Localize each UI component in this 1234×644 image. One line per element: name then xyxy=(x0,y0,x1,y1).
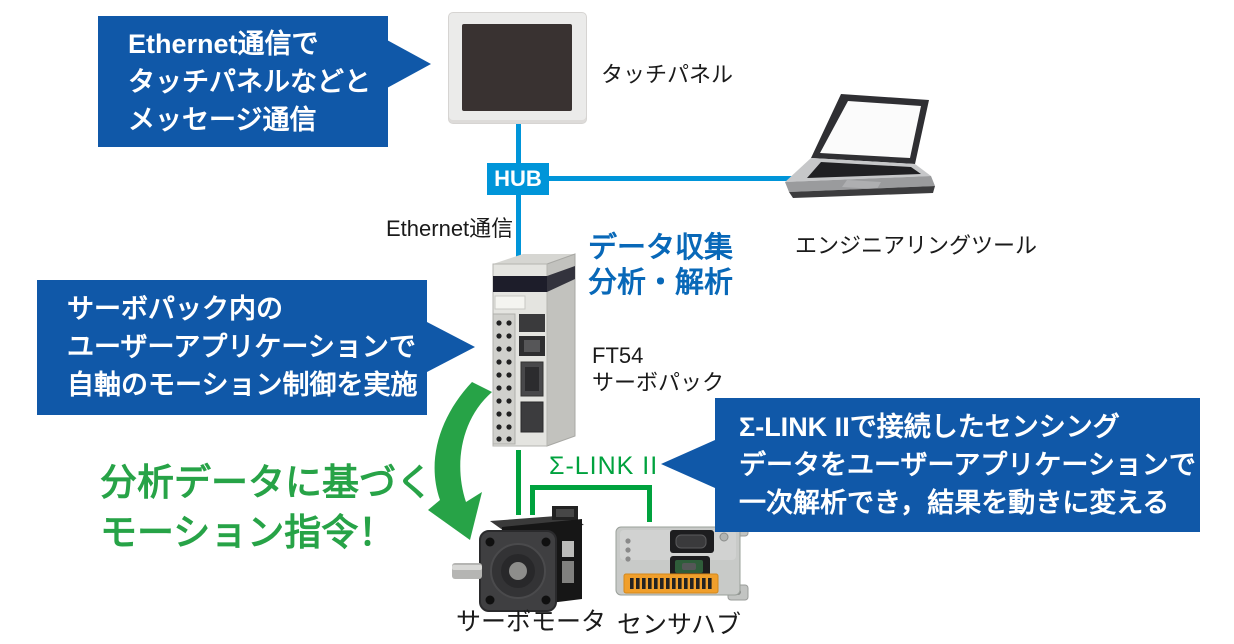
engineering-tool-label: エンジニアリングツール xyxy=(795,233,1038,258)
sensor-hub-image xyxy=(615,520,749,601)
callout-user-app-line1: サーボパック内の xyxy=(67,294,283,324)
callout-user-app-pointer-icon xyxy=(427,322,475,372)
touch-panel-image xyxy=(448,12,587,124)
callout-ethernet-messaging: Ethernet通信で タッチパネルなどと メッセージ通信 xyxy=(98,16,388,147)
callout-sigma-link-sensing: Σ-LINK IIで接続したセンシング データをユーザーアプリケーションで 一次… xyxy=(715,398,1200,532)
sigma-link-line-servopack-motor xyxy=(516,450,521,515)
callout-ethernet-pointer-icon xyxy=(387,40,431,88)
hub-node: HUB xyxy=(487,163,549,195)
touch-panel-screen xyxy=(462,24,572,111)
servopack-image xyxy=(492,253,576,447)
callout-ethernet-line3: メッセージ通信 xyxy=(128,105,317,135)
servopack-label: FT54 サーボパック xyxy=(592,342,724,396)
servopack-name: サーボパック xyxy=(592,370,725,395)
data-collection-line1: データ収集 xyxy=(588,232,734,264)
servo-motor-label: サーボモータ xyxy=(456,608,607,636)
sensor-hub-label: センサハブ xyxy=(617,611,742,639)
hub-label: HUB xyxy=(494,166,542,191)
sigma-link-line-motor-leg xyxy=(530,485,535,515)
data-collection-heading: データ収集 分析・解析 xyxy=(588,231,733,301)
motion-command-line1: 分析データに基づく xyxy=(100,462,433,503)
touch-panel-label: タッチパネル xyxy=(601,62,734,87)
callout-sigma-line1: Σ-LINK IIで接続したセンシング xyxy=(739,412,1120,442)
callout-ethernet-line2: タッチパネルなどと xyxy=(128,67,371,97)
callout-ethernet-line1: Ethernet通信で xyxy=(128,29,319,59)
callout-sigma-pointer-icon xyxy=(661,440,715,488)
servopack-model: FT54 xyxy=(592,343,644,368)
motion-command-highlight: 分析データに基づく モーション指令！ xyxy=(100,458,433,558)
sigma-link-line-sensorhub-leg xyxy=(647,485,652,522)
ethernet-line-hub-laptop xyxy=(549,176,800,181)
motion-command-arrow-icon xyxy=(428,382,492,540)
callout-sigma-line2: データをユーザーアプリケーションで xyxy=(739,450,1196,480)
ethernet-link-label: Ethernet通信 xyxy=(386,216,514,241)
servo-motor-image xyxy=(452,506,584,612)
laptop-image xyxy=(785,94,935,198)
ethernet-line-touchpanel-hub xyxy=(516,122,521,163)
callout-sigma-line3: 一次解析でき，結果を動きに変える xyxy=(739,488,1170,518)
data-collection-line2: 分析・解析 xyxy=(588,267,734,299)
callout-user-app-line2: ユーザーアプリケーションで xyxy=(67,332,416,362)
callout-user-app-line3: 自軸のモーション制御を実施 xyxy=(67,370,418,400)
sigma-link-label: Σ-LINK II xyxy=(549,452,659,480)
callout-user-application: サーボパック内の ユーザーアプリケーションで 自軸のモーション制御を実施 xyxy=(37,280,427,415)
sigma-link-line-horizontal xyxy=(530,485,652,490)
motion-command-line2: モーション指令！ xyxy=(100,512,396,553)
